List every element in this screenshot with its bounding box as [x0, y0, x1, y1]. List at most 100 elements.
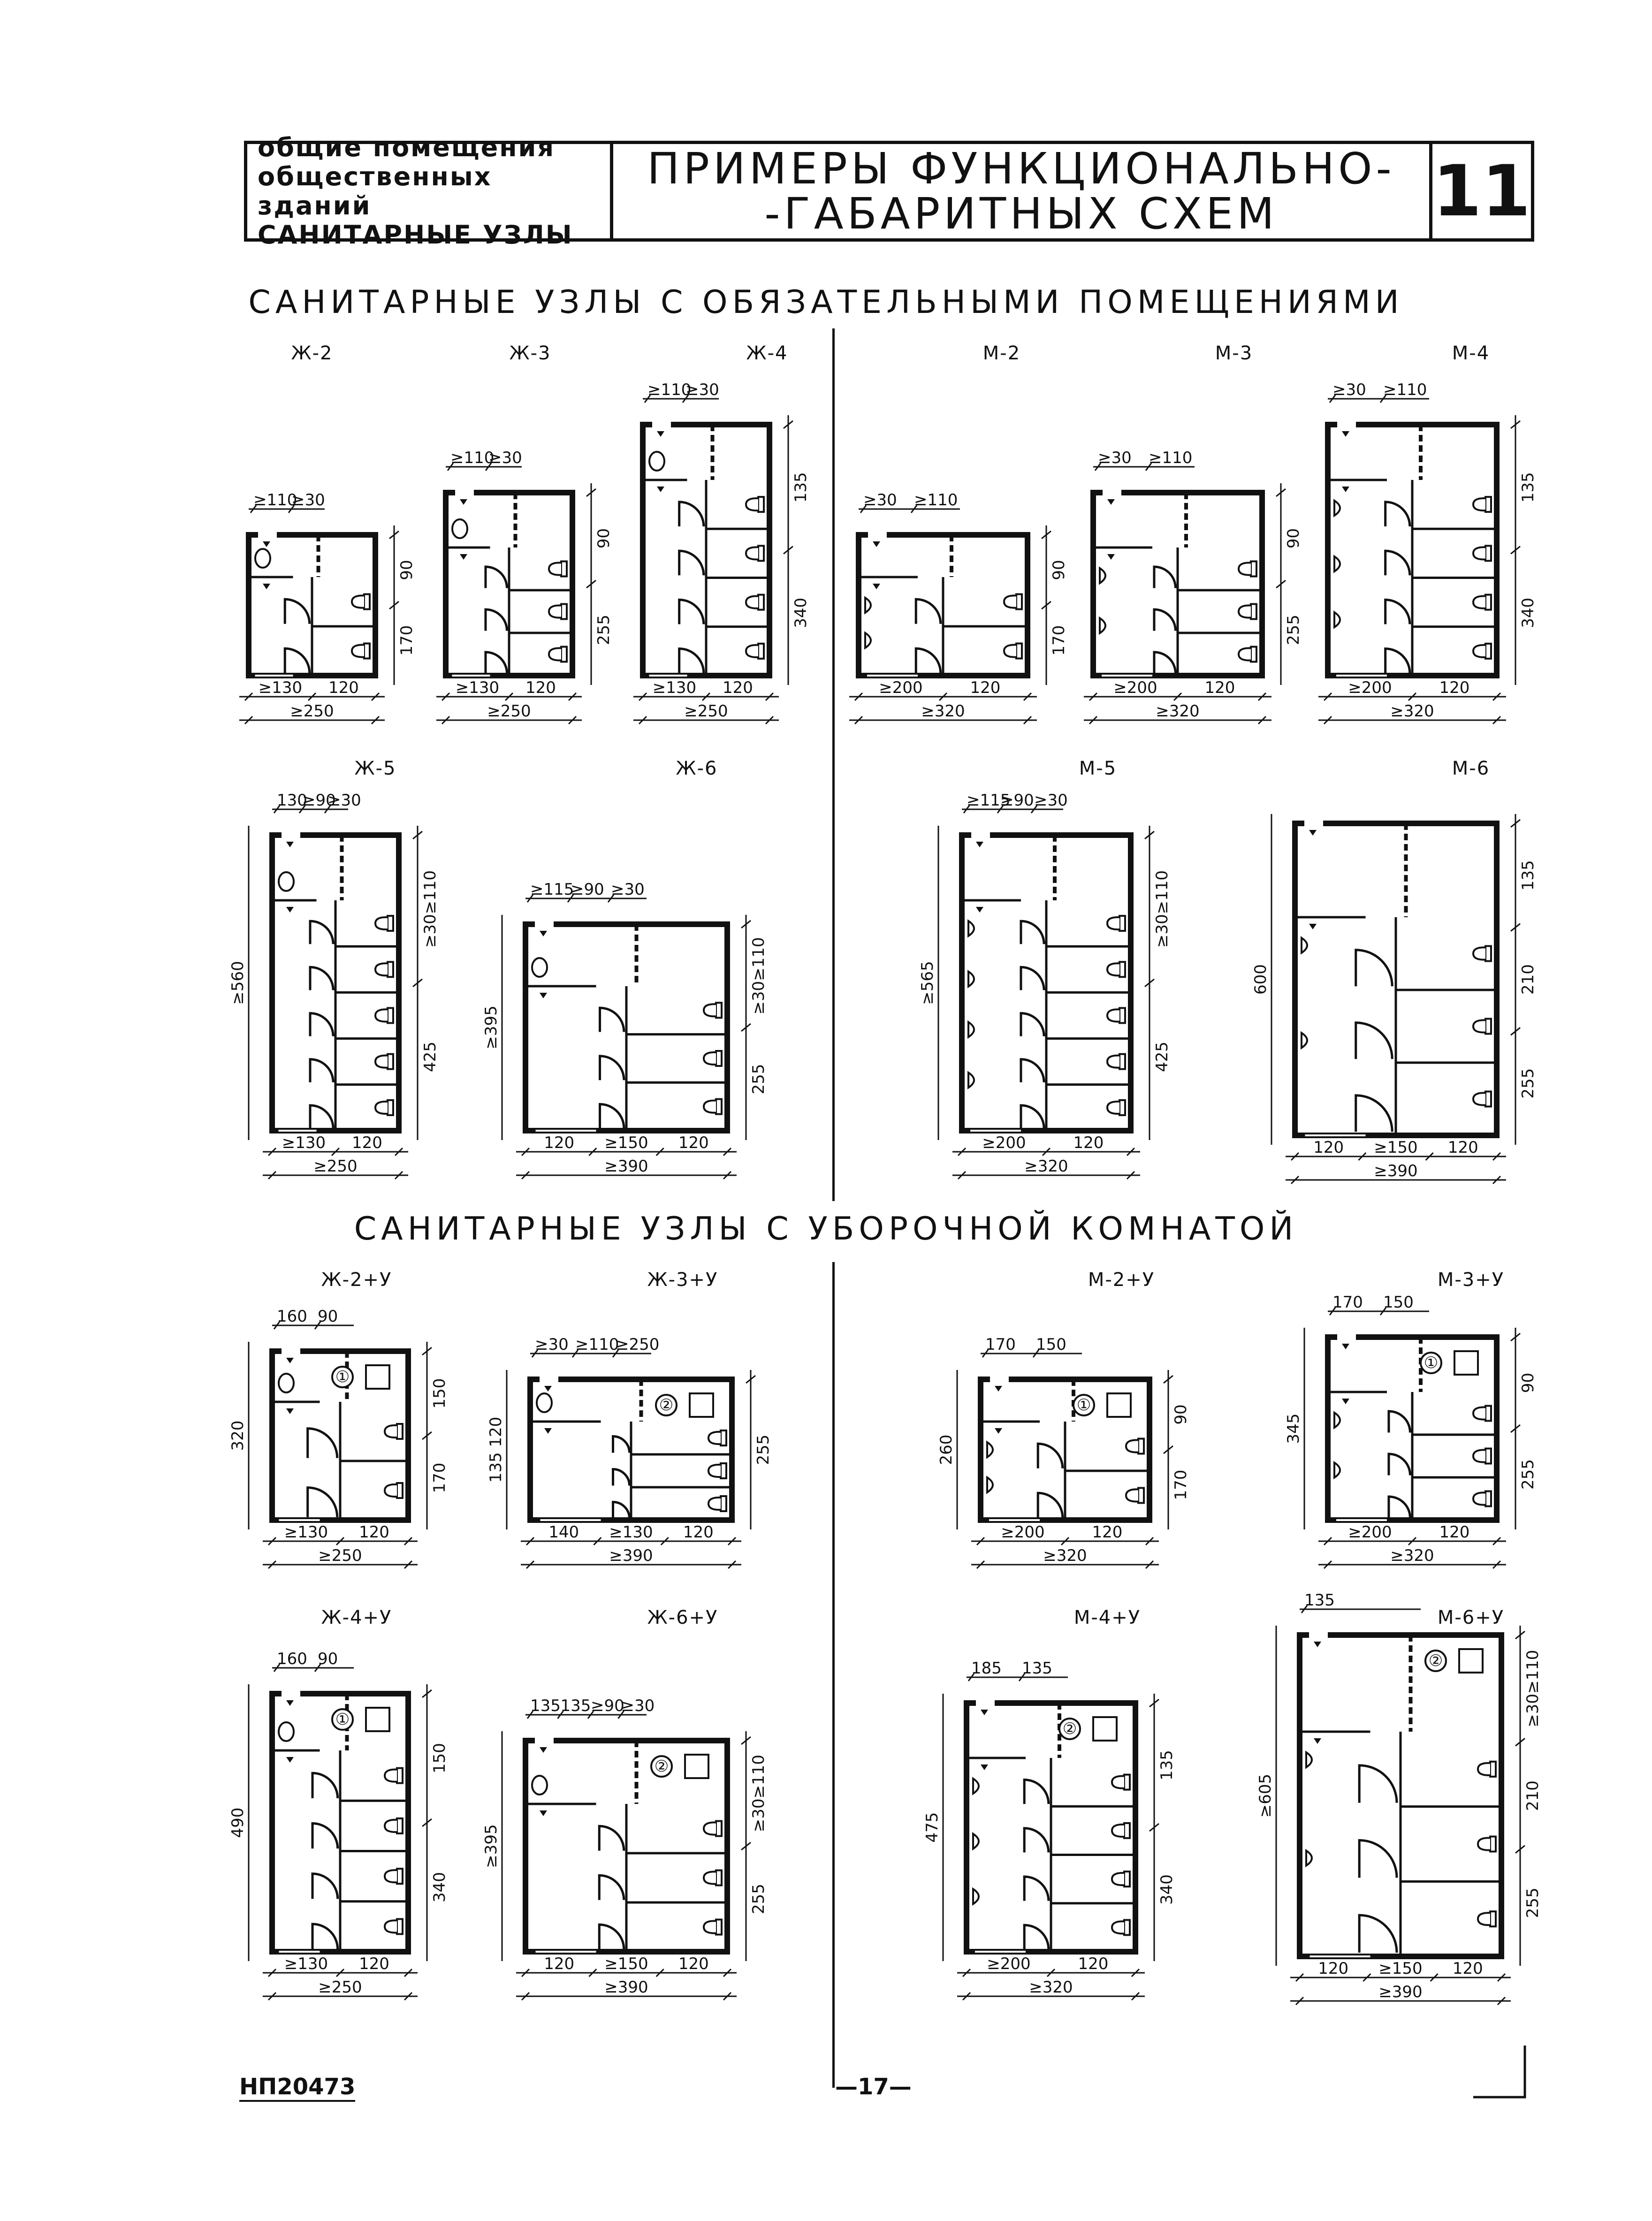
toilet-bowl-icon: [374, 962, 388, 977]
top-dimension: 150: [1383, 1293, 1414, 1312]
dimension-tick: [412, 978, 423, 988]
cleaning-room-number: ②: [655, 1757, 669, 1776]
left-dimension: 135 120: [487, 1417, 505, 1483]
right-dimension: 340: [430, 1872, 449, 1902]
toilet-tank-icon: [363, 642, 371, 660]
toilet-bowl-icon: [702, 1051, 716, 1066]
entry-arrow-icon: [1314, 1642, 1321, 1647]
toilet-bowl-icon: [745, 595, 759, 609]
entry-arrow-icon: [976, 842, 983, 847]
top-dimension: 160: [277, 1307, 307, 1326]
toilet-tank-icon: [1485, 945, 1492, 962]
dimension-tick: [1163, 1445, 1173, 1454]
cleaning-room-number: ①: [335, 1368, 350, 1386]
toilet-tank-icon: [1119, 961, 1126, 978]
dimension-tick: [783, 420, 793, 429]
plan-label: М-2: [982, 342, 1021, 364]
dimension-tick: [389, 601, 399, 610]
cleaning-sink-icon: [1458, 1648, 1484, 1673]
dimension-tick: [976, 1560, 985, 1569]
dimension-tick: [371, 692, 380, 701]
toilet-tank-icon: [1489, 1835, 1497, 1853]
right-dimension: 255: [749, 1064, 768, 1095]
top-dimension: ≥90: [591, 1696, 624, 1715]
entry-arrow-icon: [1107, 554, 1115, 560]
door-swing: [1387, 1495, 1411, 1518]
door-swing: [1020, 1104, 1045, 1129]
door-swing: [1020, 966, 1045, 990]
dimension-tick: [1145, 463, 1152, 471]
washbasin-icon: [967, 1071, 975, 1089]
toilet-tank-icon: [1485, 545, 1492, 562]
dimension-tick: [394, 1171, 403, 1180]
corner-mark: [1473, 2046, 1526, 2099]
dimension-tick: [1023, 715, 1032, 725]
right-dimension: 340: [1519, 598, 1538, 628]
top-dimension: ≥110: [647, 380, 691, 399]
dimension-tick: [638, 715, 647, 725]
dimension-tick: [765, 692, 774, 701]
dimension-tick: [1510, 1424, 1521, 1433]
toilet-bowl-icon: [1106, 962, 1120, 977]
dimension-tick: [783, 546, 793, 555]
toilet-tank-icon: [1137, 1487, 1145, 1504]
category-line-2: общественных зданий: [258, 161, 492, 221]
toilet-tank-icon: [396, 1423, 403, 1440]
toilet-bowl-icon: [350, 644, 365, 658]
dimension-tick: [910, 505, 918, 513]
bottom-dimension: 120: [678, 1133, 709, 1152]
toilet-bowl-icon: [374, 1054, 388, 1069]
cleaning-sink-icon: [1454, 1350, 1479, 1376]
dimension-tick: [1358, 1152, 1367, 1161]
dimension-tick: [267, 1147, 277, 1156]
dimension-tick: [741, 1841, 751, 1851]
dimension-tick: [1425, 1152, 1434, 1161]
right-dimension: 170: [1172, 1470, 1190, 1500]
entry-arrow-icon: [286, 1408, 294, 1414]
toilet-tank-icon: [1485, 1018, 1492, 1035]
cleaning-room-number: ①: [1077, 1396, 1091, 1415]
plan-label: М-3+У: [1437, 1269, 1505, 1291]
cleaning-room-marker: [331, 1366, 354, 1388]
right-dimension: ≥30≥110: [749, 1755, 768, 1832]
washbasin-icon: [1333, 1460, 1341, 1480]
dimension-tick: [314, 1321, 321, 1330]
dimension-tick: [525, 1560, 535, 1569]
toilet-tank-icon: [720, 1462, 727, 1479]
dimension-tick: [526, 1711, 534, 1719]
dimension-tick: [1149, 1823, 1159, 1832]
entry-arrow-icon: [544, 1386, 552, 1392]
category-line-3: САНИТАРНЫЕ УЗЛЫ: [258, 220, 573, 250]
right-dimension: 255: [1519, 1459, 1538, 1490]
toilet-bowl-icon: [383, 1919, 397, 1934]
dimension-tick: [1089, 692, 1098, 701]
total-width-dimension: ≥390: [604, 1157, 648, 1176]
dimension-tick: [1510, 1027, 1521, 1036]
dimension-tick: [1329, 395, 1336, 403]
bottom-dimension: ≥130: [259, 678, 302, 697]
top-dimension: ≥30: [1034, 791, 1068, 810]
plan-label: М-6+У: [1437, 1607, 1505, 1628]
dimension-tick: [412, 830, 423, 840]
left-dimension: ≥395: [482, 1005, 501, 1049]
door-swing: [306, 1486, 339, 1517]
top-dimension: ≥30: [1098, 449, 1132, 467]
door-swing: [612, 1468, 631, 1486]
washbasin-icon: [1333, 610, 1341, 629]
dimension-tick: [394, 1147, 403, 1156]
plan-label: Ж-6+У: [647, 1607, 718, 1628]
door-swing: [1023, 1924, 1050, 1949]
dimension-tick: [727, 1560, 737, 1569]
dimension-tick: [1497, 1996, 1506, 2006]
toilet-tank-icon: [1123, 1822, 1131, 1839]
plan-label: М-4+У: [1073, 1607, 1141, 1628]
entry-arrow-icon: [1342, 1399, 1349, 1404]
dimension-tick: [521, 1968, 530, 1978]
right-dimension: ≥30≥110: [1523, 1650, 1542, 1727]
